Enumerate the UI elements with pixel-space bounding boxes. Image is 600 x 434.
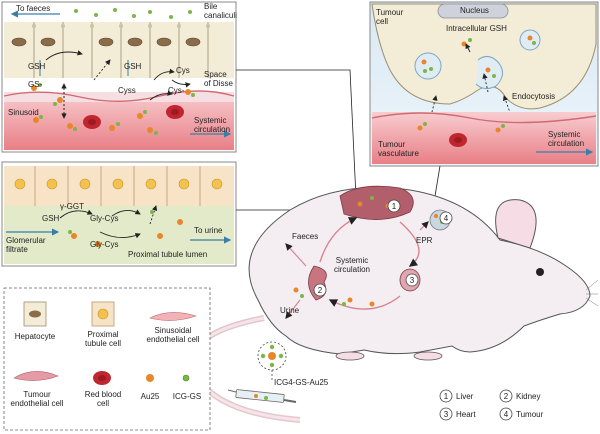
organ-key-num-1: 1 — [443, 392, 449, 401]
faeces-label: Faeces — [292, 232, 319, 241]
legend-sinusoidal-endothelial-cell-label: Sinusoidal endothelial cell — [146, 326, 200, 344]
mouse-systemic-circulation-label: Systemic circulation — [333, 256, 370, 274]
kidney-panel — [1, 161, 237, 267]
organ-circle-3: 3 — [409, 276, 415, 285]
gs-minus-label: GS- — [28, 80, 43, 89]
intracellular-gsh-label: Intracellular GSH — [446, 24, 507, 33]
epr-label: EPR — [416, 236, 433, 245]
to-urine-label: To urine — [194, 226, 223, 235]
organ-circle-1: 1 — [391, 202, 397, 211]
liver-systemic-circulation-label: Systemic circulation — [194, 116, 231, 134]
kidney-gsh-label: GSH — [42, 214, 60, 223]
organ-key-num-4: 4 — [503, 410, 509, 419]
cys-label: Cys — [176, 66, 190, 75]
organ-key-num-3: 3 — [443, 410, 449, 419]
space-of-disse-label: Space of Disse — [204, 70, 233, 88]
tumour-cell-label: Tumour cell — [376, 8, 404, 26]
organ-key-liver: Liver — [456, 392, 474, 401]
hepatocyte-row — [4, 22, 234, 78]
gsh-mid-label: GSH — [124, 62, 142, 71]
bile-canaliculi-label: Bile canaliculi — [204, 2, 237, 20]
organ-circle-4: 4 — [443, 214, 449, 223]
organ-key-num-2: 2 — [503, 392, 509, 401]
to-faeces-label: To faeces — [16, 4, 51, 13]
liver-panel — [1, 1, 237, 153]
gsh-left-label: GSH — [28, 62, 46, 71]
legend-au25-label: Au25 — [140, 392, 160, 401]
gly-cys2-label: Gly-Cys — [90, 240, 119, 249]
au25-cluster-icon — [68, 219, 183, 247]
organ-key-tumour: Tumour — [516, 410, 544, 419]
organ-key-circles — [439, 389, 513, 421]
ggt-label: γ-GGT — [60, 202, 84, 211]
organ-key-heart: Heart — [456, 410, 476, 419]
tumour-vasculature-label: Tumour vasculature — [378, 140, 419, 158]
legend-box — [3, 287, 211, 431]
urine-label: Urine — [280, 306, 300, 315]
au25-cluster-icon — [31, 83, 195, 135]
organ-key-kidney: Kidney — [516, 392, 541, 401]
tumour-systemic-circulation-label: Systemic circulation — [548, 130, 585, 148]
syringe-icon — [227, 389, 297, 403]
cyss-label: Cyss — [118, 86, 136, 95]
compound-label: ICG4-GS-Au25 — [274, 378, 329, 387]
au25-cluster-icon — [421, 35, 536, 78]
legend-hepatocyte-label: Hepatocyte — [14, 332, 56, 341]
glomerular-filtrate-label: Glomerular filtrate — [6, 236, 46, 254]
mouse-illustration — [189, 185, 599, 423]
gly-cys-label: Gly-Cys — [90, 214, 119, 223]
endocytosis-label: Endocytosis — [512, 92, 556, 101]
legend-red-blood-cell-label: Red blood cell — [84, 390, 122, 408]
au25-cluster-icon — [293, 196, 444, 307]
cys-minus-label: Cys- — [168, 86, 185, 95]
legend-icg-gs-label: ICG-GS — [172, 392, 202, 401]
legend-proximal-tubule-cell-label: Proximal tubule cell — [84, 330, 122, 348]
sinusoid-label: Sinusoid — [8, 108, 39, 117]
nucleus-label: Nucleus — [460, 6, 489, 15]
legend-tumour-endothelial-cell-label: Tumour endothelial cell — [10, 390, 64, 408]
tumour-panel — [369, 1, 599, 167]
au25-cluster-icon — [417, 122, 505, 133]
organ-circle-2: 2 — [317, 286, 323, 295]
proximal-tubule-lumen-label: Proximal tubule lumen — [128, 250, 208, 259]
